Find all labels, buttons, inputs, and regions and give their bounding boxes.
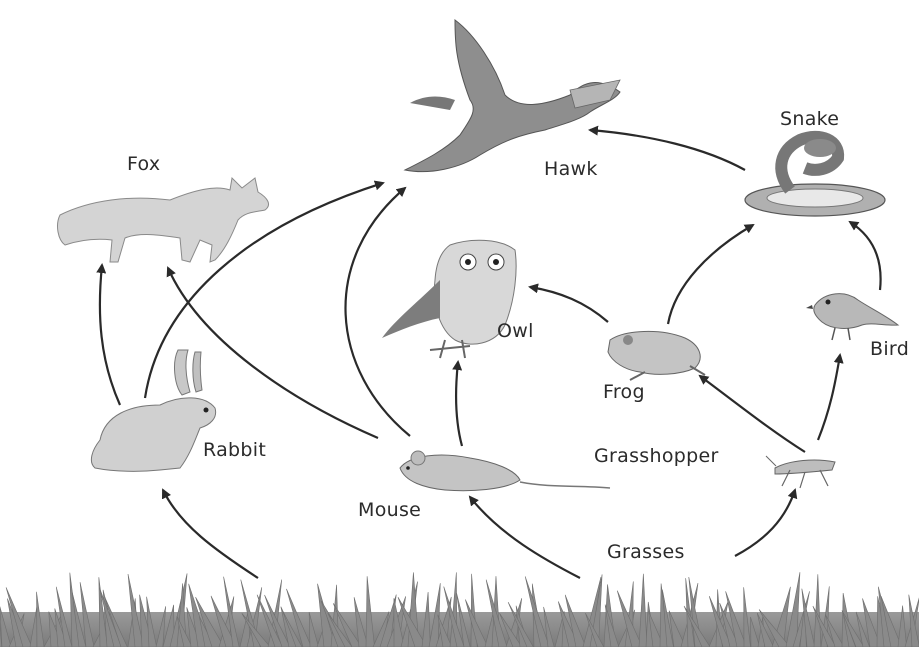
arrow-grasses-to-mouse	[470, 497, 580, 578]
label-snake: Snake	[780, 110, 839, 129]
label-hawk: Hawk	[544, 160, 598, 179]
grass-blade	[639, 574, 647, 647]
arrow-frog-to-snake	[668, 225, 753, 324]
arrow-grasses-to-grasshopper	[735, 490, 795, 556]
frog-image	[608, 331, 705, 380]
label-grasshopper: Grasshopper	[594, 447, 719, 466]
arrow-bird-to-snake	[850, 222, 881, 290]
label-fox: Fox	[127, 155, 160, 174]
label-rabbit: Rabbit	[203, 441, 266, 460]
hawk-image	[405, 20, 620, 172]
fox-image	[58, 178, 269, 262]
arrow-frog-to-owl	[530, 287, 608, 322]
label-grasses: Grasses	[607, 543, 685, 562]
arrow-rabbit-to-fox	[100, 265, 120, 405]
arrow-grasses-to-rabbit	[163, 490, 258, 578]
arrow-mouse-to-hawk	[345, 188, 410, 436]
label-frog: Frog	[603, 383, 645, 402]
rabbit-image	[91, 350, 215, 471]
mouse-image	[400, 451, 610, 491]
grasshopper-image	[766, 456, 835, 488]
arrow-grasshopper-to-bird	[818, 355, 840, 440]
snake-image	[745, 137, 885, 216]
bird-image	[806, 294, 898, 340]
label-owl: Owl	[497, 322, 534, 341]
grass-image	[0, 572, 919, 647]
grass-blade	[366, 576, 375, 647]
arrow-grasshopper-to-frog	[700, 376, 805, 452]
arrow-snake-to-hawk	[590, 130, 745, 170]
label-mouse: Mouse	[358, 501, 421, 520]
label-bird: Bird	[870, 340, 909, 359]
arrow-mouse-to-owl	[456, 362, 462, 446]
owl-image	[382, 240, 516, 358]
